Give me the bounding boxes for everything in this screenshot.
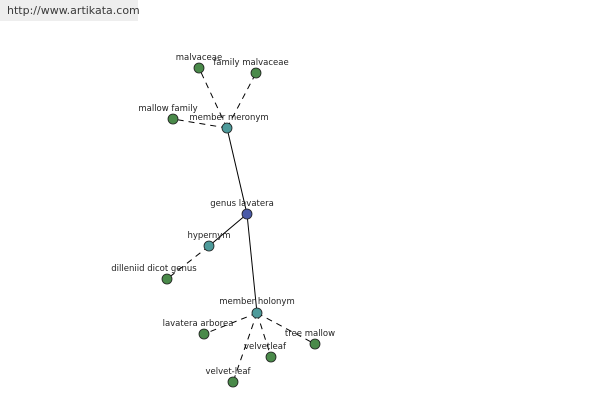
label-tree-mallow: tree mallow xyxy=(285,329,335,339)
labels-layer: genus lavatera member meronym hypernym memb… xyxy=(111,53,335,377)
nodes-layer xyxy=(161,62,321,388)
node-tree-mallow[interactable] xyxy=(309,338,321,350)
label-velvetleaf: velvetleaf xyxy=(244,342,287,352)
node-dilleniid-dicot-genus[interactable] xyxy=(161,273,173,285)
edges-layer xyxy=(166,67,316,383)
edge-member-meronym-to-mallow-family xyxy=(172,118,228,129)
source-url[interactable]: http://www.artikata.com xyxy=(0,0,140,21)
node-malvaceae[interactable] xyxy=(193,62,205,74)
node-member-meronym[interactable] xyxy=(221,122,233,134)
label-dilleniid-dicot-genus: dilleniid dicot genus xyxy=(111,264,197,274)
label-member-meronym: member meronym xyxy=(189,113,268,123)
label-mallow-family: mallow family xyxy=(138,104,197,114)
edge-genus-lavatera-to-hypernym xyxy=(208,213,248,247)
edge-member-holonym-to-velvet-leaf xyxy=(232,312,258,383)
label-malvaceae: malvaceae xyxy=(176,53,222,63)
edge-genus-lavatera-to-member-holonym xyxy=(246,213,258,314)
label-member-holonym: member holonym xyxy=(219,297,294,307)
edge-member-holonym-to-velvetleaf xyxy=(256,312,272,358)
label-family-malvaceae: family malvaceae xyxy=(213,58,288,68)
node-mallow-family[interactable] xyxy=(167,113,179,125)
label-hypernym: hypernym xyxy=(187,231,230,241)
node-velvet-leaf[interactable] xyxy=(227,376,239,388)
edge-member-holonym-to-lavatera-arborea xyxy=(203,312,258,335)
label-lavatera-arborea: lavatera arborea xyxy=(163,319,234,329)
label-genus-lavatera: genus lavatera xyxy=(210,199,274,209)
edge-member-meronym-to-malvaceae xyxy=(198,67,228,129)
node-hypernym[interactable] xyxy=(203,240,215,252)
label-velvet-leaf: velvet-leaf xyxy=(205,367,251,377)
node-member-holonym[interactable] xyxy=(251,307,263,319)
node-velvetleaf[interactable] xyxy=(265,351,277,363)
node-lavatera-arborea[interactable] xyxy=(198,328,210,340)
edge-genus-lavatera-to-member-meronym xyxy=(226,127,248,215)
edge-hypernym-to-dilleniid-dicot-genus xyxy=(166,245,210,280)
node-family-malvaceae[interactable] xyxy=(250,67,262,79)
node-genus-lavatera[interactable] xyxy=(241,208,253,220)
